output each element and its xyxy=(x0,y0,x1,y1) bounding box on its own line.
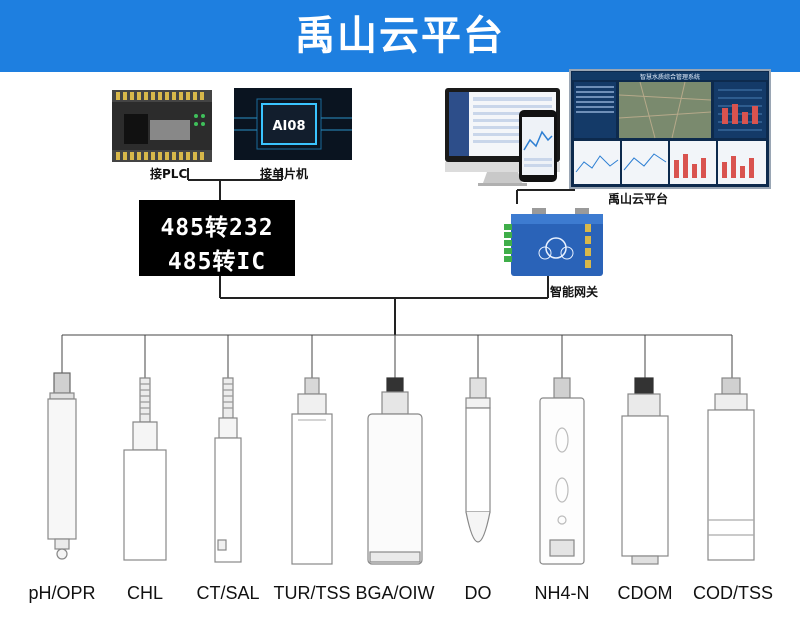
bus-lines xyxy=(61,334,733,378)
sensor-cod-tss-image xyxy=(707,377,755,561)
sensor-label-nh4-n: NH4-N xyxy=(534,583,590,603)
sensor-bga-oiw-image xyxy=(367,377,423,565)
plc-device-image xyxy=(112,90,212,162)
sensor-label-tur-tss: TUR/TSS xyxy=(273,583,351,603)
sensor-ct-sal-image xyxy=(214,377,242,563)
mcu-chip-image: AI08 xyxy=(234,88,352,160)
sensor-label-chl: CHL xyxy=(126,583,163,603)
sensor-label-ct-sal: CT/SAL xyxy=(196,583,260,603)
plc-label: 接PLC xyxy=(150,167,188,181)
page-title: 禹山云平台 xyxy=(295,13,505,59)
sensor-label-cod-tss: COD/TSS xyxy=(692,583,773,603)
mcu-label: 接单片机 xyxy=(260,167,309,181)
sensor-tur-tss-image xyxy=(291,377,333,565)
sensor-chl-image xyxy=(123,377,167,561)
dashboard-screen-image: 智慧水质综合管理系统 xyxy=(569,69,771,189)
cloud-platform-label: 禹山云平台 xyxy=(608,192,669,206)
phone-image xyxy=(519,110,557,182)
sensor-label-do: DO xyxy=(464,583,492,603)
sensor-ph-opr-image xyxy=(47,372,77,560)
header-banner: 禹山云平台 xyxy=(0,0,800,72)
converter-line-2: 485转IC xyxy=(167,249,267,275)
protocol-converter-box: 485转232 485转IC xyxy=(139,200,295,276)
converter-line-1: 485转232 xyxy=(160,215,274,241)
connection-lines xyxy=(187,168,575,335)
sensor-label-cdom: CDOM xyxy=(617,583,673,603)
dashboard-title: 智慧水质综合管理系统 xyxy=(640,73,700,81)
mcu-chip-text: AI08 xyxy=(273,119,306,134)
gateway-label: 智能网关 xyxy=(550,285,599,299)
sensor-nh4-n-image xyxy=(539,377,585,565)
sensor-do-image xyxy=(465,377,491,543)
sensor-cdom-image xyxy=(621,377,669,565)
sensor-label-ph-opr: pH/OPR xyxy=(28,583,96,603)
sensor-label-bga-oiw: BGA/OIW xyxy=(355,583,435,603)
gateway-device-image xyxy=(504,208,603,276)
